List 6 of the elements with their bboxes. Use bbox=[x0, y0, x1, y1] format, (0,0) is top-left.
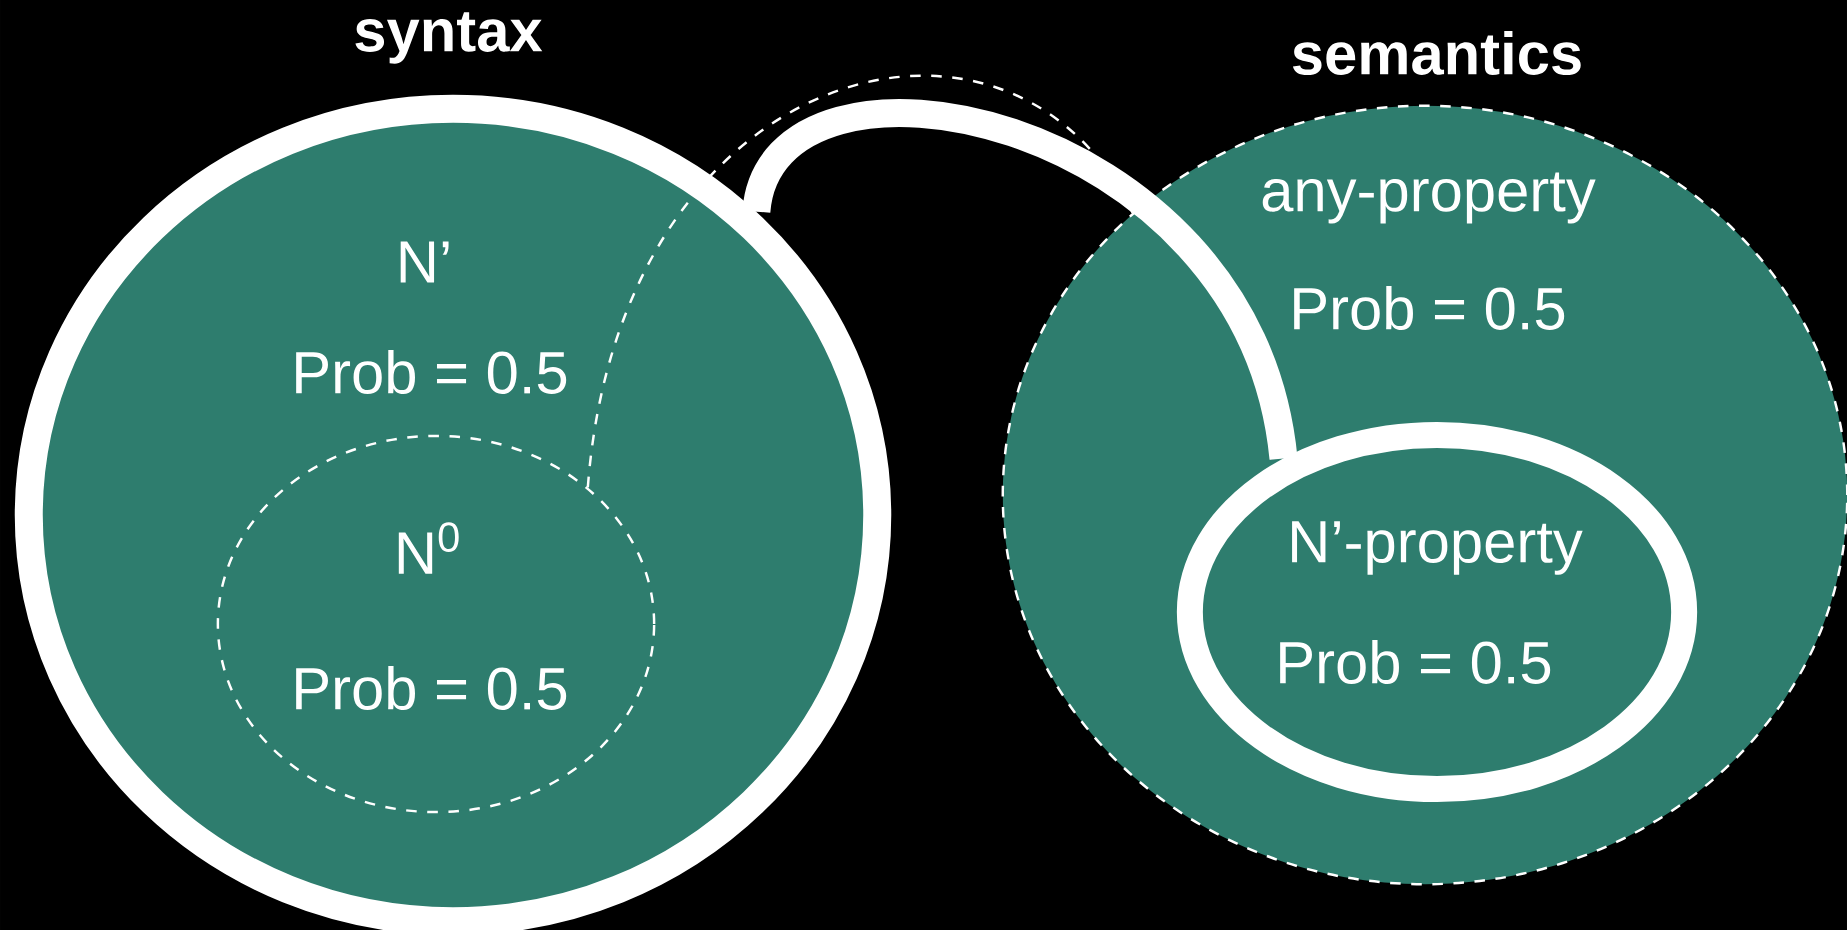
heading: semantics bbox=[1292, 31, 1581, 75]
heading: syntax bbox=[355, 12, 543, 64]
ellipse-label: N’-property bbox=[1292, 521, 1583, 575]
ellipse-label: Prob = 0.5 bbox=[1280, 640, 1551, 684]
ellipse-label: Prob = 0.5 bbox=[1294, 286, 1565, 330]
ellipse-label: any-property bbox=[1262, 172, 1596, 224]
